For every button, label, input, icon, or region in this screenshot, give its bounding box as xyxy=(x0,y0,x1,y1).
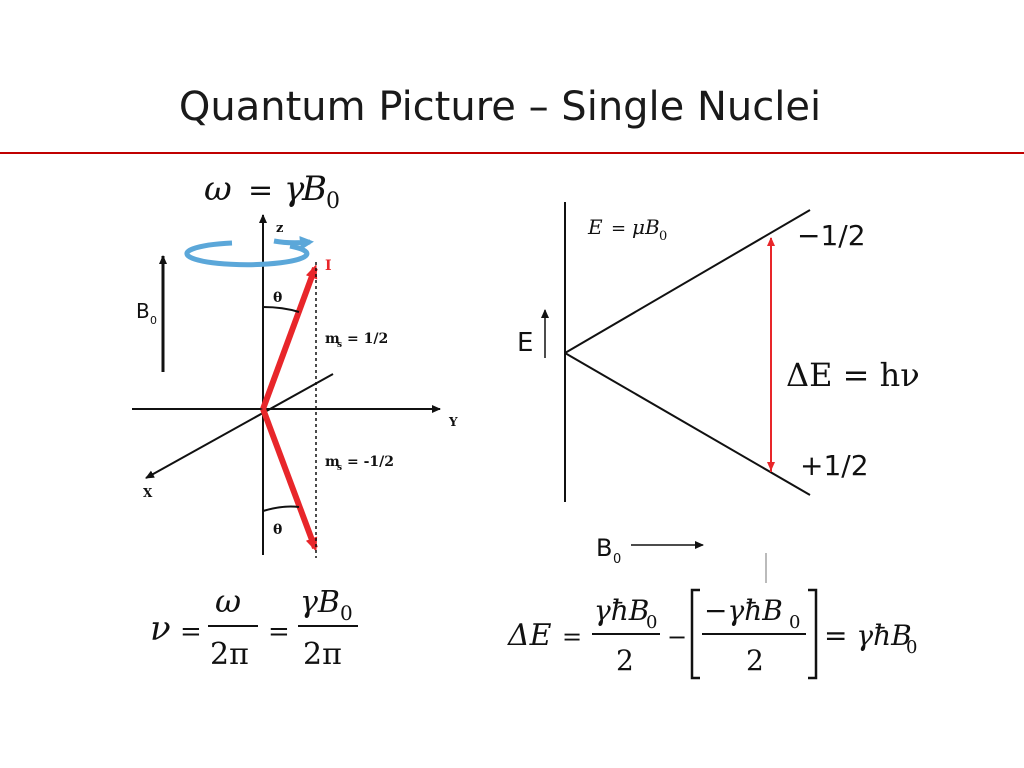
b0-axis-subscript: 0 xyxy=(613,552,621,567)
y-axis-label: Y xyxy=(448,415,458,429)
ms-down-s: s xyxy=(337,463,342,473)
equals-2: = xyxy=(268,617,290,647)
spin-vectors: I xyxy=(260,258,332,558)
z-axis-label: z xyxy=(276,221,283,236)
right-bracket xyxy=(808,588,818,680)
b0-axis-label: B xyxy=(596,534,612,562)
ms-down-label: m s = -1/2 xyxy=(325,454,394,473)
numerator-1: γħB xyxy=(594,594,649,627)
energy-diagram: E E = μ B 0 −1/2 +1/2 ΔE = hν B 0 xyxy=(517,202,920,583)
theta-angles: θ θ xyxy=(262,290,300,538)
numerator-1-subscript: 0 xyxy=(646,612,657,633)
x-axis xyxy=(145,373,334,479)
spin-up-vector xyxy=(260,264,318,411)
ms-up-value: = 1/2 xyxy=(347,331,388,347)
energy-e: E xyxy=(587,215,603,239)
energy-subscript: 0 xyxy=(659,229,667,244)
delta-e-hv-label: ΔE = hν xyxy=(786,356,920,394)
lower-level-label: +1/2 xyxy=(800,449,869,482)
upper-level-label: −1/2 xyxy=(797,219,866,252)
ms-up-m: m xyxy=(325,331,340,347)
numerator-2-subscript: 0 xyxy=(789,612,800,633)
minus-sign: − xyxy=(667,623,687,651)
frequency-equation: ν = ω 2π = γB 0 2π xyxy=(150,582,358,672)
e-axis-label: E xyxy=(517,328,533,358)
b0-label: B xyxy=(136,299,150,323)
delta-e-rhs: = γħB xyxy=(824,619,912,652)
delta-e-equation: ΔE = γħB 0 2 − −γħB 0 2 = γħB 0 xyxy=(507,588,917,680)
coordinate-axes: z Y X xyxy=(132,214,458,555)
ms-up-s: s xyxy=(337,340,342,350)
title-divider xyxy=(0,152,1024,154)
b0-subscript: 0 xyxy=(150,314,157,327)
x-axis-label: X xyxy=(143,486,153,500)
denominator-2: 2 xyxy=(746,644,764,677)
precession-ellipse xyxy=(184,240,310,268)
nu-symbol: ν xyxy=(150,609,171,649)
omega-numerator: ω xyxy=(215,582,241,620)
precession-arrow xyxy=(184,236,314,268)
theta-arc-upper xyxy=(262,306,300,313)
precession-equation: ω = γ B 0 xyxy=(204,169,340,214)
equals-1: = xyxy=(180,617,202,647)
ms-up-label: m s = 1/2 xyxy=(325,331,388,350)
energy-mu: μ xyxy=(632,215,645,239)
theta-lower: θ xyxy=(273,522,282,538)
energy-equals: = xyxy=(611,218,626,239)
omega-symbol: ω xyxy=(204,169,232,209)
precession-arrowhead xyxy=(273,236,314,250)
subscript-zero: 0 xyxy=(326,189,340,214)
b-symbol: B xyxy=(301,169,327,209)
gamma-b-numerator: γB xyxy=(300,585,340,620)
energy-b: B xyxy=(644,215,660,239)
delta-e-lhs: ΔE xyxy=(507,618,552,653)
denominator-1: 2 xyxy=(616,644,634,677)
equals-sign: = xyxy=(248,173,273,208)
left-bracket xyxy=(690,588,700,680)
delta-eq-equals: = xyxy=(562,623,582,651)
spin-down-vector xyxy=(260,407,318,552)
gamma-symbol: γ xyxy=(284,169,305,209)
b0-field-arrow: B 0 xyxy=(136,255,167,372)
slide-title: Quantum Picture – Single Nuclei xyxy=(178,84,822,130)
spin-label: I xyxy=(325,258,332,274)
lower-level-line xyxy=(564,352,811,496)
ms-down-value: = -1/2 xyxy=(347,454,394,470)
two-pi-2: 2π xyxy=(303,637,342,672)
rhs-subscript: 0 xyxy=(906,637,917,658)
two-pi-1: 2π xyxy=(210,637,249,672)
upper-level-line xyxy=(564,209,811,354)
numerator-2: −γħB xyxy=(704,594,783,627)
theta-arc-lower xyxy=(262,505,300,512)
theta-upper: θ xyxy=(273,290,282,306)
ms-down-m: m xyxy=(325,454,340,470)
subscript-zero-2: 0 xyxy=(340,601,353,625)
